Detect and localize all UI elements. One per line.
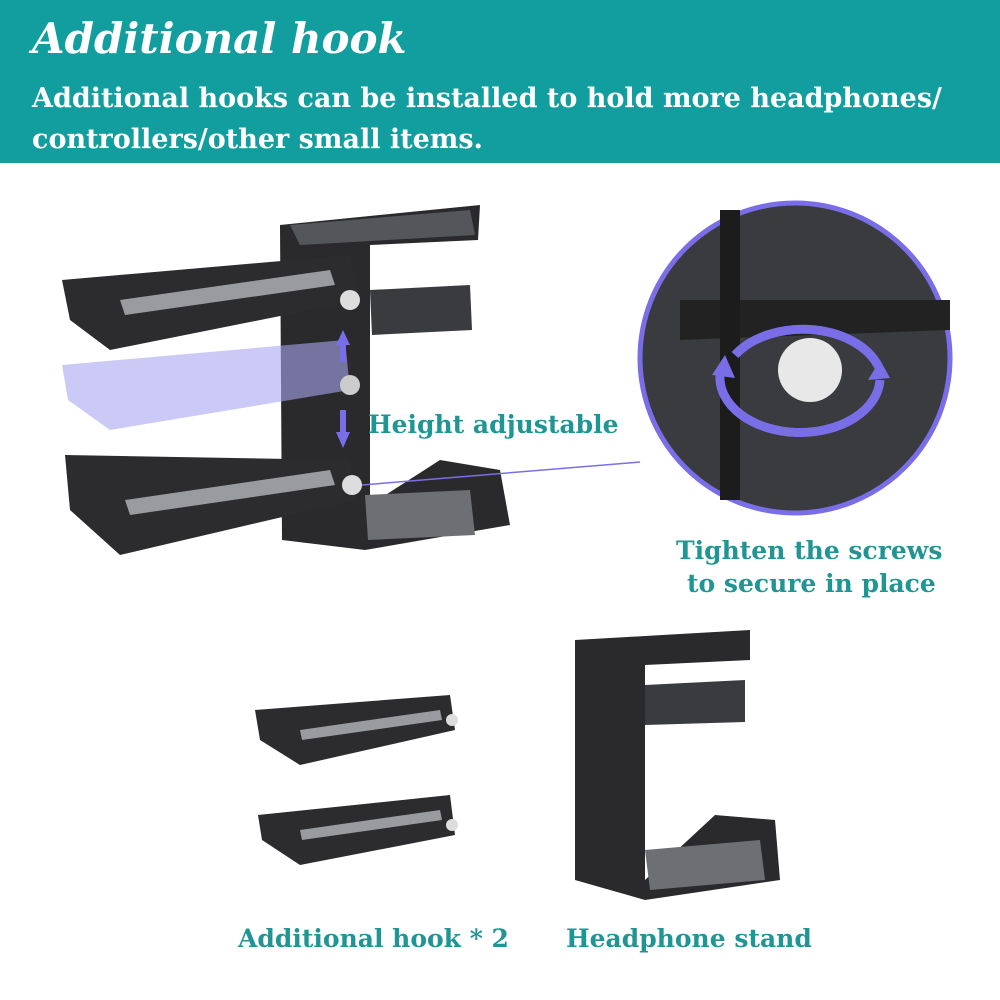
screw-icon [778,338,842,402]
header-banner: Additional hook Additional hooks can be … [0,0,1000,163]
stand-caption: Headphone stand [566,924,812,953]
hooks-caption: Additional hook * 2 [238,924,509,953]
arrow-down-icon [336,410,350,448]
rotate-arrow-icon [868,360,890,380]
page-subtitle: Additional hooks can be installed to hol… [32,83,942,155]
assembled-stand-image [62,205,641,555]
screws-label-line2: to secure in place [687,569,936,598]
headphone-stand-image [575,630,780,900]
arrow-up-icon [336,330,350,362]
height-adjustable-label: Height adjustable [368,410,619,439]
page-title: Additional hook [32,14,407,63]
screws-label-line1: Tighten the screws [676,536,943,565]
screw-detail-circle [637,200,953,516]
additional-hooks-image [255,695,458,865]
